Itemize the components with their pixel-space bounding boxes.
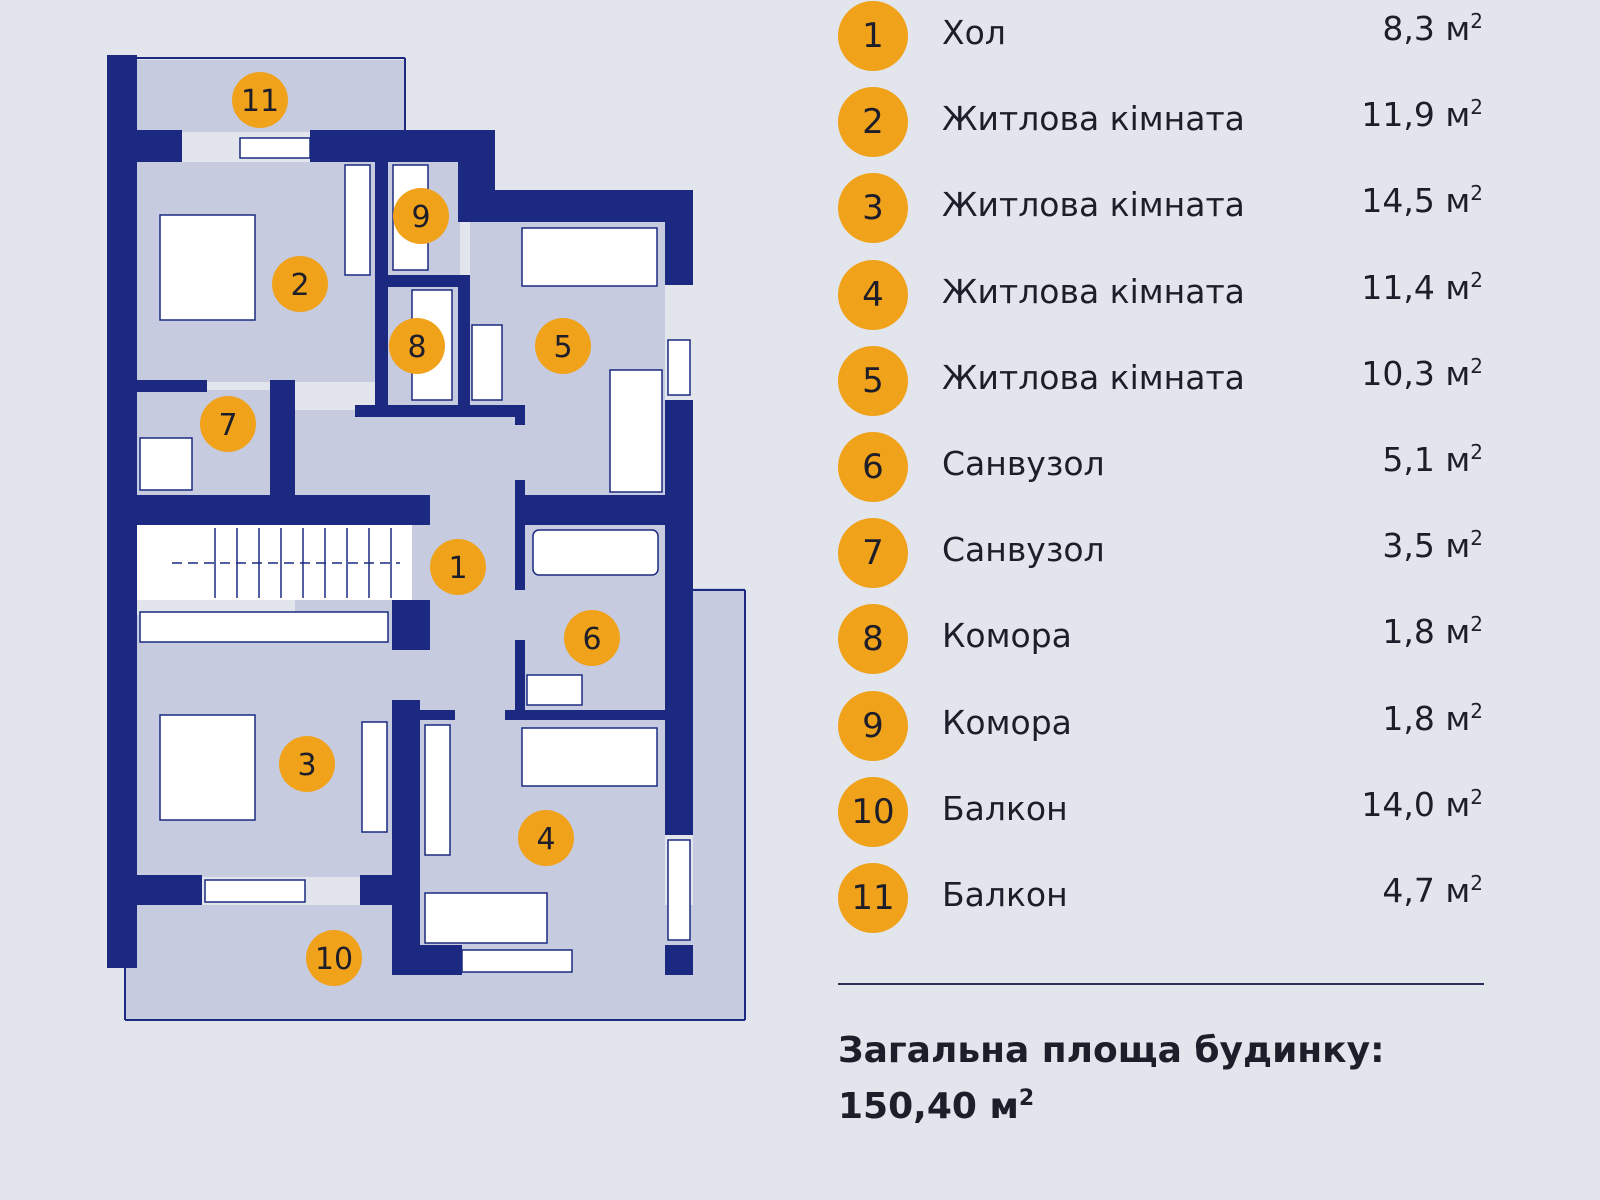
room-name: Балкон [942,875,1068,914]
svg-text:11: 11 [241,84,279,119]
svg-text:3: 3 [297,748,316,783]
room-markers: 1 2 3 4 5 6 7 8 9 10 11 [200,72,620,986]
marker-4: 4 [518,810,574,866]
legend-row: 2 Житлова кімната 11,9 м2 [838,87,1488,159]
marker-6: 6 [564,610,620,666]
room-number-badge: 10 [838,776,908,847]
wardrobe [361,721,388,833]
marker-10: 10 [306,930,362,986]
floor-plan: 1 2 3 4 5 6 7 8 9 10 11 [107,55,746,1021]
room-name: Комора [942,702,1072,742]
balcony-10-side [693,588,745,1020]
room-area: 14,0 м2 [1361,784,1483,824]
room-name: Санвузол [942,530,1105,570]
total-area-label: Загальна площа будинку: [838,1030,1385,1071]
room-area: 1,8 м2 [1382,698,1483,738]
room-number-badge: 11 [838,863,908,933]
bathtub [532,529,659,576]
svg-text:7: 7 [218,408,237,443]
legend-row: 5 Житлова кімната 10,3 м2 [838,345,1488,418]
legend-row: 9 Комора 1,8 м2 [838,690,1488,763]
sink [526,674,583,706]
windows-and-furniture [139,137,691,973]
room-name: Житлова кімната [942,271,1245,311]
room-number-badge: 9 [838,690,908,761]
room-number-badge: 7 [838,518,908,589]
room-number-badge: 4 [838,259,908,330]
room-number-badge: 1 [838,1,908,71]
marker-9: 9 [393,188,449,244]
svg-text:8: 8 [407,330,426,365]
legend-row: 3 Житлова кімната 14,5 м2 [838,173,1488,245]
desk [424,892,548,944]
shower [139,437,193,491]
room-name: Житлова кімната [942,357,1245,397]
room-area: 5,1 м2 [1382,440,1483,479]
total-area-value: 150,40 м2 [838,1086,1035,1127]
svg-text:1: 1 [448,551,467,586]
legend-row: 11 Балкон 4,7 м2 [838,863,1488,935]
room-name: Житлова кімната [942,185,1245,225]
room-number-badge: 5 [838,345,908,416]
marker-8: 8 [389,318,445,374]
room-name: Житлова кімната [942,99,1245,139]
marker-1: 1 [430,539,486,595]
svg-text:6: 6 [582,622,601,657]
divider [838,983,1484,985]
marker-5: 5 [535,318,591,374]
legend-row: 1 Хол 8,3 м2 [838,1,1488,73]
room-name: Комора [942,616,1072,656]
stair-treads [172,528,400,598]
room-number-badge: 2 [838,87,908,158]
room-number-badge: 3 [838,173,908,244]
room-name: Хол [942,13,1006,52]
room-area: 10,3 м2 [1361,353,1483,393]
legend-row: 8 Комора 1,8 м2 [838,604,1488,676]
desk [609,369,663,493]
marker-2: 2 [272,256,328,312]
room-name: Балкон [942,788,1068,828]
bench [139,611,389,643]
wardrobe [424,724,451,856]
svg-text:9: 9 [411,200,430,235]
walls [107,55,693,975]
legend-row: 7 Санвузол 3,5 м2 [838,518,1488,590]
room-area: 11,4 м2 [1361,267,1483,307]
bed [521,727,658,787]
svg-text:5: 5 [553,330,572,365]
marker-11: 11 [232,72,288,128]
room-name: Санвузол [942,444,1105,483]
legend-row: 10 Балкон 14,0 м2 [838,776,1488,849]
legend-row: 6 Санвузол 5,1 м2 [838,432,1488,504]
bed [159,714,256,821]
railings [124,57,746,1021]
room-number-badge: 8 [838,604,908,675]
bed [521,227,658,287]
svg-text:2: 2 [290,268,309,303]
marker-3: 3 [279,736,335,792]
room-area: 4,7 м2 [1382,871,1483,910]
room-area: 1,8 м2 [1382,612,1483,652]
bed [159,214,256,321]
room-area: 8,3 м2 [1382,9,1483,48]
svg-text:4: 4 [536,822,555,857]
room-number-badge: 6 [838,432,908,502]
room-area: 11,9 м2 [1361,95,1483,135]
room-area: 3,5 м2 [1382,526,1483,566]
wardrobe [344,164,371,276]
marker-7: 7 [200,396,256,452]
cabinet [471,324,503,401]
svg-text:10: 10 [315,942,353,977]
room-area: 14,5 м2 [1361,181,1483,221]
legend-row: 4 Житлова кімната 11,4 м2 [838,259,1488,332]
